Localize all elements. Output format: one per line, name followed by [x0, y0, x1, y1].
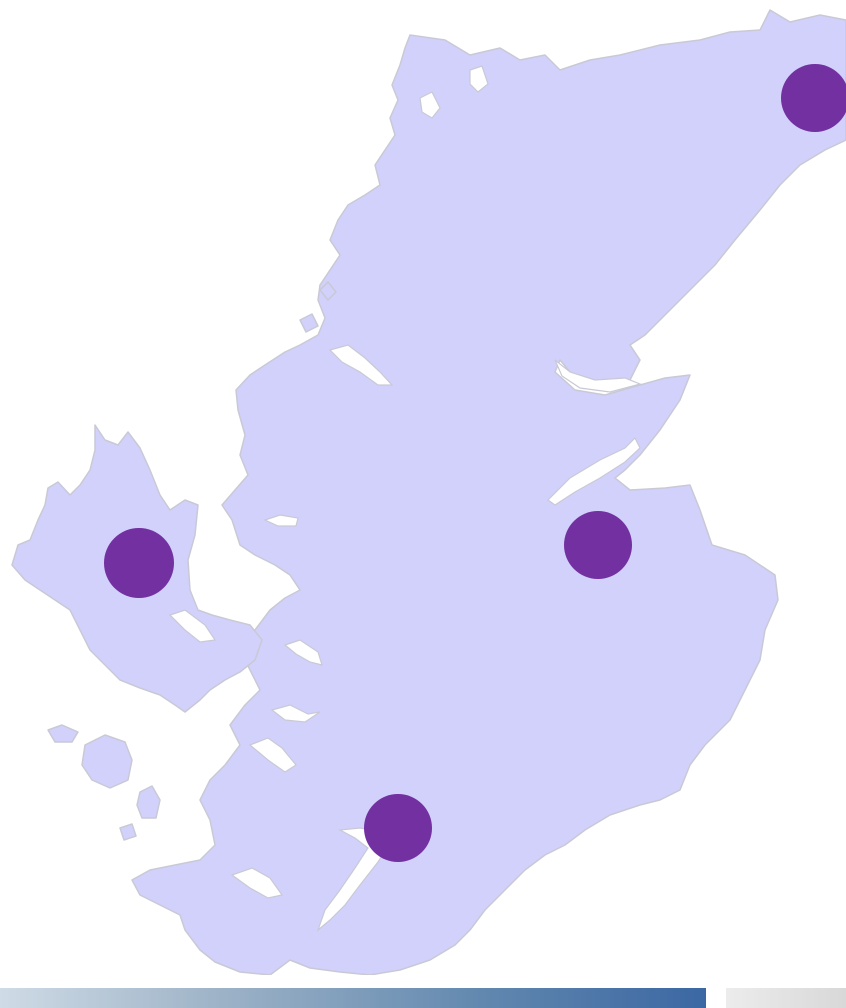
marker-north-east[interactable] [781, 64, 846, 132]
small-island-3 [136, 785, 161, 819]
small-island-4 [119, 823, 137, 841]
small-island-6 [299, 313, 319, 333]
small-island-5 [319, 281, 337, 301]
bottom-image-strip-left [0, 988, 706, 1008]
loch-north-1 [328, 344, 394, 386]
loch-west-1 [263, 514, 299, 527]
sound-of-sleat [168, 609, 217, 643]
loch-north-2 [419, 91, 441, 119]
loch-north-3 [469, 65, 489, 93]
marker-west-island[interactable] [104, 528, 174, 598]
loch-west-4 [270, 704, 321, 723]
mainland-landmass [131, 9, 846, 976]
small-island-2 [47, 724, 79, 743]
firth-east [554, 359, 642, 393]
loch-west-2 [283, 639, 323, 666]
loch-ness [547, 436, 641, 506]
marker-east-central[interactable] [564, 511, 632, 579]
marker-south[interactable] [364, 794, 432, 862]
bottom-image-strip-right [726, 988, 846, 1008]
small-island-1 [81, 734, 133, 789]
loch-west-3 [248, 737, 297, 773]
loch-south-1 [230, 867, 284, 899]
